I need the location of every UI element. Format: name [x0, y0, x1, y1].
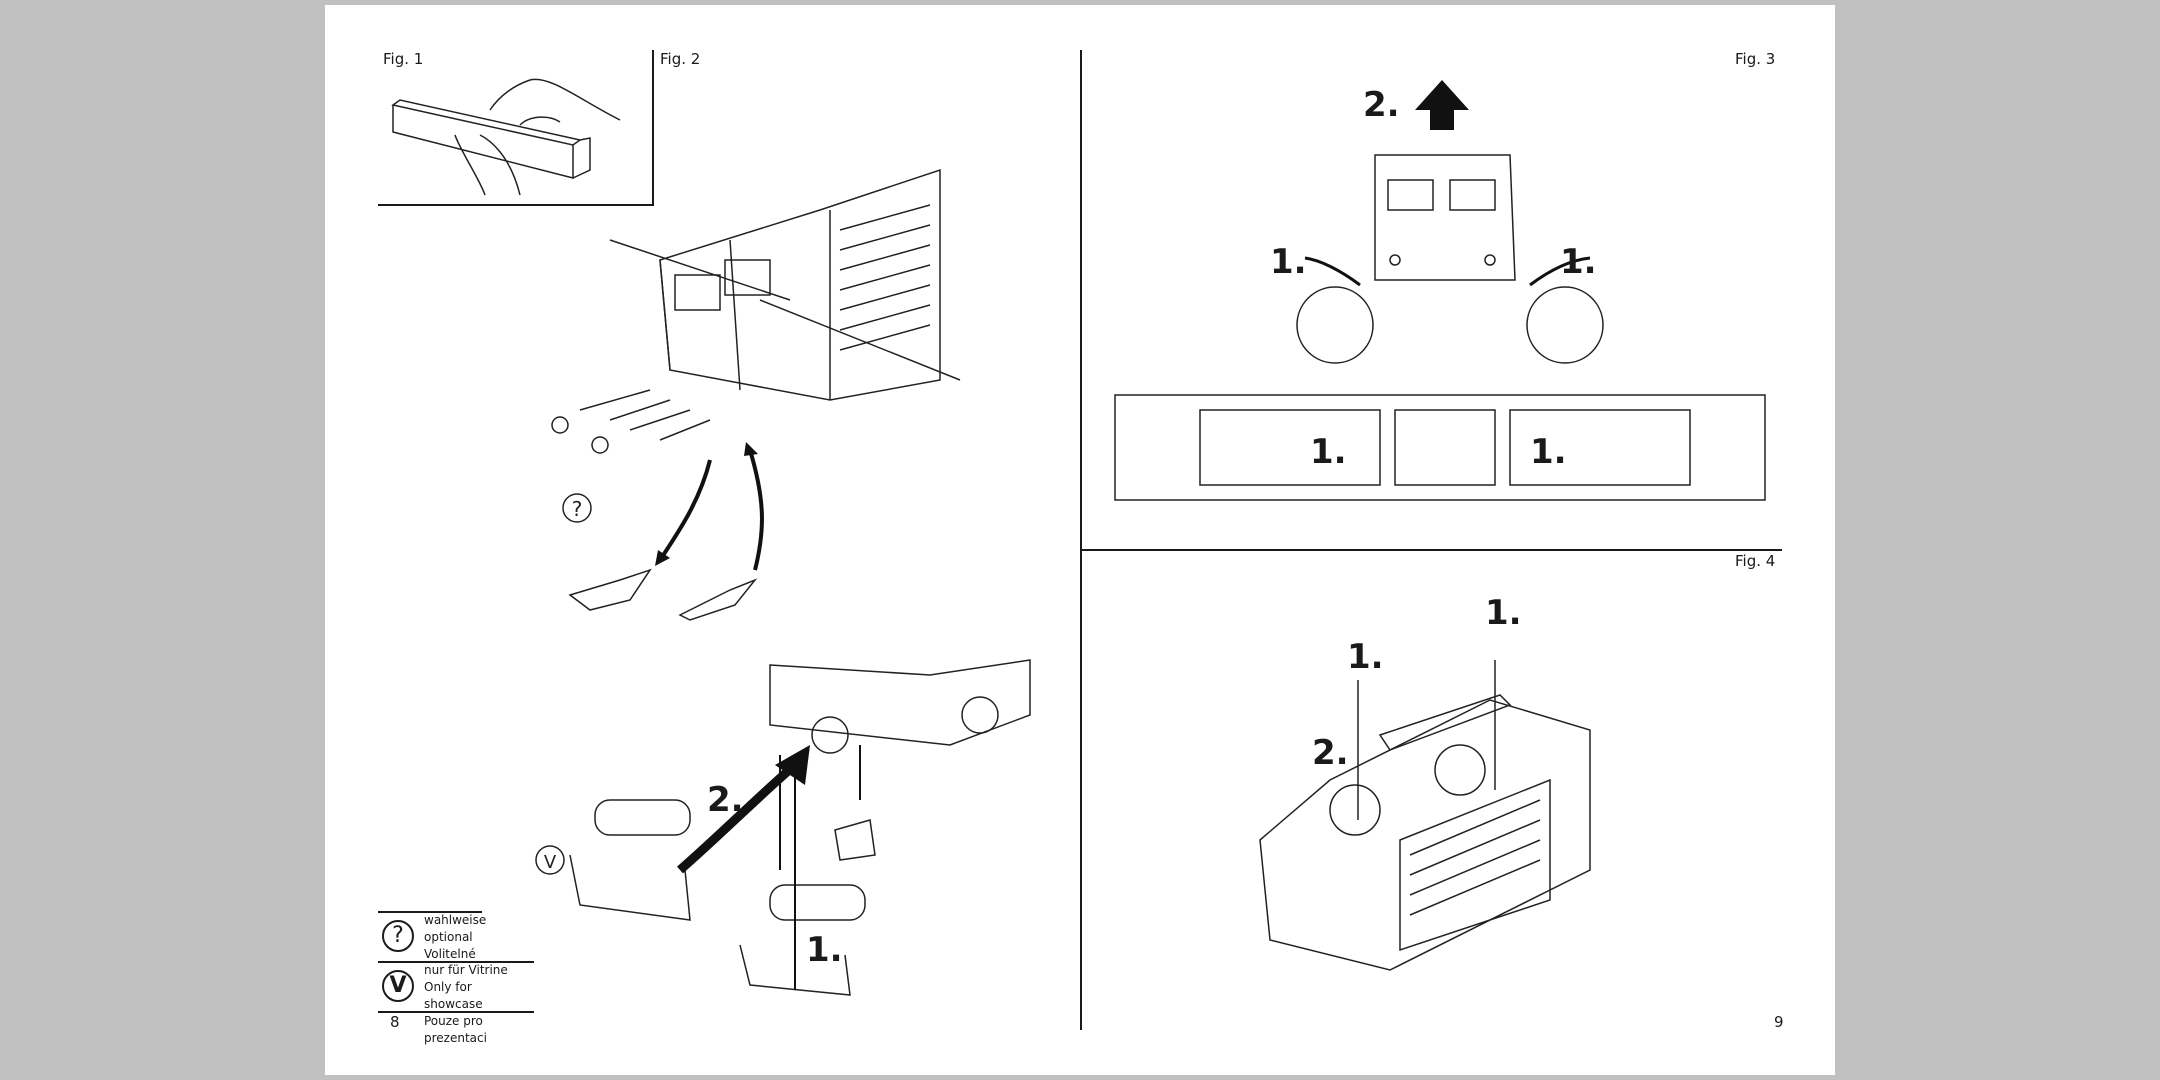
- legend-showcase-cz: Pouze pro prezentaci: [424, 1014, 487, 1045]
- legend-optional: ? wahlweise optional Volitelné: [378, 912, 534, 961]
- svg-text:V: V: [544, 852, 557, 873]
- arrow-diagonal-icon: [677, 761, 798, 874]
- optional-marker-icon: [562, 493, 592, 523]
- arrow-down-icon: [658, 459, 712, 562]
- page-number-right: 9: [1774, 1013, 1784, 1031]
- fig4-step-1-left: 1.: [1347, 637, 1384, 677]
- fig3-step-2: 2.: [1363, 85, 1400, 125]
- legend-optional-cz: Volitelné: [424, 947, 476, 961]
- fig3-illustration: [1114, 80, 1766, 501]
- legend-middle-rule: [378, 961, 534, 963]
- page-number-left: 8: [390, 1013, 400, 1031]
- v-circle-icon: V: [382, 970, 414, 1002]
- legend-showcase-en: Only for showcase: [424, 980, 483, 1011]
- showcase-marker-icon: [535, 845, 565, 875]
- fig1-border-horizontal: [378, 204, 654, 206]
- fig4-illustration: [1259, 660, 1591, 971]
- legend-showcase-de: nur für Vitrine: [424, 963, 508, 977]
- legend-bottom-rule: [378, 1011, 534, 1013]
- fig4-step-1-right: 1.: [1485, 593, 1522, 633]
- svg-text:?: ?: [572, 497, 583, 521]
- arrow-up-icon: [748, 449, 764, 571]
- fig1-label: Fig. 1: [383, 50, 424, 68]
- fig2-locomotive-illustration: ?: [551, 168, 961, 621]
- fig3-label: Fig. 3: [1735, 50, 1776, 68]
- fig3-step-1-right: 1.: [1560, 242, 1597, 282]
- fig1-border-vertical: [652, 50, 654, 206]
- arrow-up-icon: [1415, 80, 1469, 130]
- legend-top-rule: [378, 911, 482, 913]
- fig4-label: Fig. 4: [1735, 552, 1776, 570]
- fig3-step-1-bottom-left: 1.: [1310, 432, 1347, 472]
- fig2-label: Fig. 2: [660, 50, 701, 68]
- legend-optional-en: optional: [424, 930, 473, 944]
- fig3-step-1-left: 1.: [1270, 242, 1307, 282]
- question-circle-icon: ?: [382, 920, 414, 952]
- legend-showcase: V nur für Vitrine Only for showcase Pouz…: [378, 962, 534, 1045]
- fig3-fig4-divider: [1082, 549, 1782, 551]
- legend-optional-de: wahlweise: [424, 913, 487, 927]
- fig2-step-2: 2.: [707, 780, 744, 820]
- fig2-step-1: 1.: [806, 930, 843, 970]
- fig2-bogie-illustration: V: [535, 659, 1031, 996]
- fig1-illustration: [391, 78, 621, 196]
- center-divider: [1080, 50, 1082, 1030]
- fig4-step-2: 2.: [1312, 733, 1349, 773]
- fig3-step-1-bottom-right: 1.: [1530, 432, 1567, 472]
